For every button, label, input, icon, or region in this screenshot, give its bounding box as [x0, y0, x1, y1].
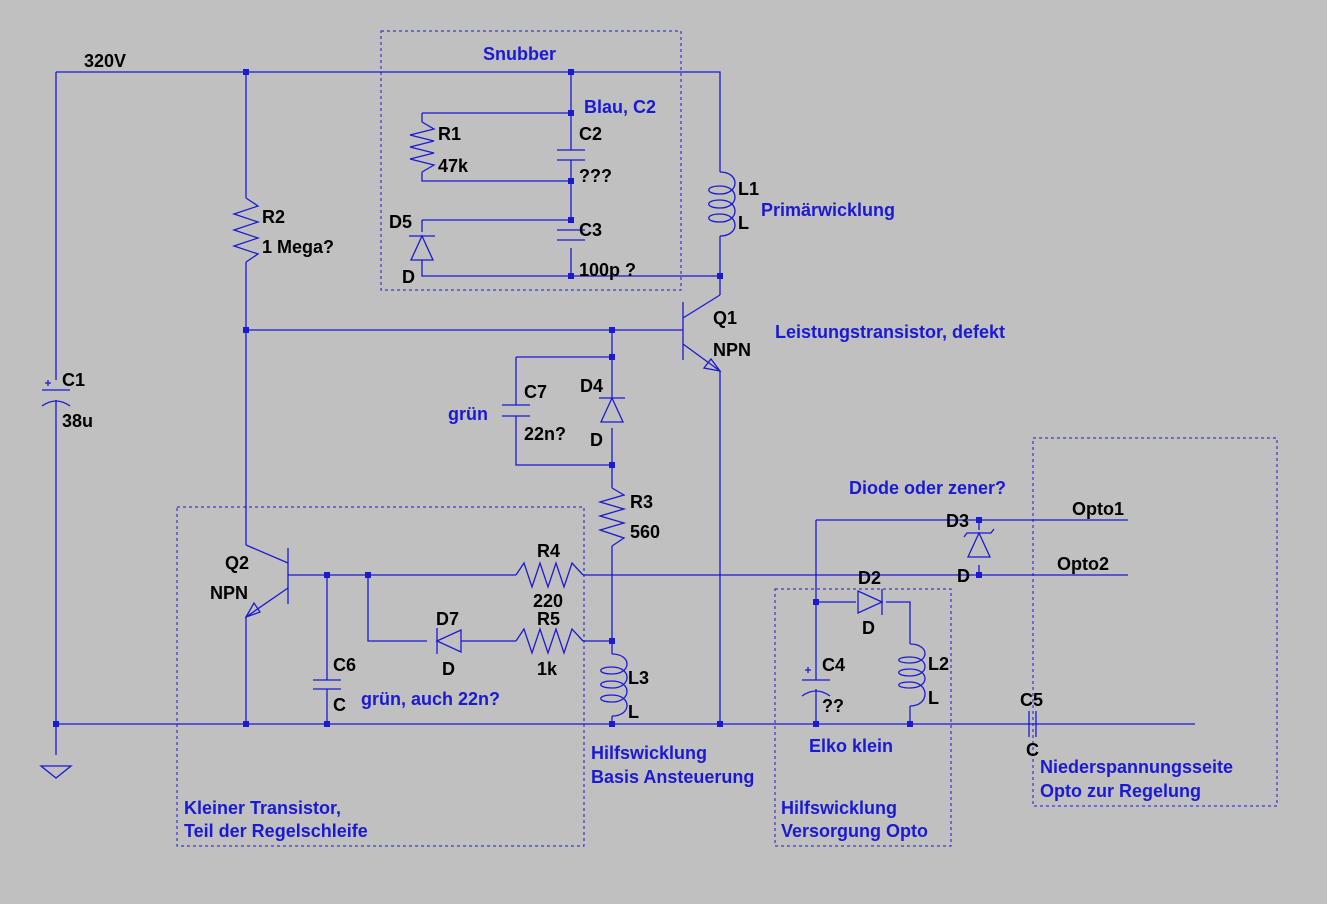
D4-value: D	[590, 430, 603, 450]
R1-ref: R1	[438, 124, 461, 144]
C7-symbol	[502, 404, 530, 417]
supply-label: 320V	[84, 51, 126, 71]
wires	[55, 71, 1195, 755]
junctions	[53, 69, 982, 727]
R5-ref: R5	[537, 609, 560, 629]
D5-symbol	[409, 234, 435, 261]
D2-ref: D2	[858, 568, 881, 588]
C2-symbol	[557, 149, 585, 161]
note-kleiner-transistor-1: Kleiner Transistor,	[184, 798, 341, 818]
low-voltage-side-box	[1032, 437, 1278, 807]
L3-value: L	[628, 702, 639, 722]
L1-ref: L1	[738, 179, 759, 199]
D3-ref: D3	[946, 511, 969, 531]
D2-symbol	[857, 589, 884, 615]
C4-value: ??	[822, 696, 844, 716]
C1-value: 38u	[62, 411, 93, 431]
C4-symbol	[801, 667, 831, 697]
C5-ref: C5	[1020, 690, 1043, 710]
R3-symbol	[597, 487, 627, 547]
group-boxes	[176, 30, 1278, 847]
L2-value: L	[928, 688, 939, 708]
R2-value: 1 Mega?	[262, 237, 334, 257]
R4-value: 220	[533, 591, 563, 611]
note-gruen: grün	[448, 404, 488, 424]
R5-value: 1k	[537, 659, 558, 679]
C3-value: 100p ?	[579, 260, 636, 280]
D7-symbol	[435, 628, 462, 654]
note-gruen-auch: grün, auch 22n?	[361, 689, 500, 709]
snubber-box	[380, 30, 682, 291]
note-niederspannung-2: Opto zur Regelung	[1040, 781, 1201, 801]
opto1-label: Opto1	[1072, 499, 1124, 519]
L2-symbol	[898, 643, 926, 707]
small-transistor-box	[176, 506, 585, 847]
R4-ref: R4	[537, 541, 560, 561]
C7-value: 22n?	[524, 424, 566, 444]
note-hilfswicklung-opto-1: Hilfswicklung	[781, 798, 897, 818]
L1-symbol	[708, 171, 736, 237]
C6-value: C	[333, 695, 346, 715]
L1-value: L	[738, 213, 749, 233]
C7-ref: C7	[524, 382, 547, 402]
C3-symbol	[557, 229, 585, 241]
D4-ref: D4	[580, 376, 603, 396]
Q1-symbol	[682, 294, 722, 372]
D2-value: D	[862, 618, 875, 638]
C1-ref: C1	[62, 370, 85, 390]
R5-symbol	[515, 626, 584, 656]
D3-value: D	[957, 566, 970, 586]
D7-ref: D7	[436, 609, 459, 629]
R3-value: 560	[630, 522, 660, 542]
L3-ref: L3	[628, 668, 649, 688]
C5-value: C	[1026, 740, 1039, 760]
Q1-value: NPN	[713, 340, 751, 360]
Q1-ref: Q1	[713, 308, 737, 328]
C2-value: ???	[579, 166, 612, 186]
opto2-label: Opto2	[1057, 554, 1109, 574]
L3-symbol	[600, 653, 628, 717]
annotations: Snubber Blau, C2 Primärwicklung Leistung…	[184, 44, 1233, 841]
R2-symbol	[231, 197, 261, 263]
note-niederspannung-1: Niederspannungsseite	[1040, 757, 1233, 777]
D7-value: D	[442, 659, 455, 679]
C4-ref: C4	[822, 655, 845, 675]
D3-symbol	[963, 528, 995, 558]
C6-ref: C6	[333, 655, 356, 675]
D5-value: D	[402, 267, 415, 287]
note-hilfswicklung-basis-2: Basis Ansteuerung	[591, 767, 754, 787]
note-elko-klein: Elko klein	[809, 736, 893, 756]
Q2-value: NPN	[210, 583, 248, 603]
note-snubber: Snubber	[483, 44, 556, 64]
R4-symbol	[515, 560, 584, 590]
C3-ref: C3	[579, 220, 602, 240]
R2-ref: R2	[262, 207, 285, 227]
note-diode-zener: Diode oder zener?	[849, 478, 1006, 498]
note-hilfswicklung-basis-1: Hilfswicklung	[591, 743, 707, 763]
C5-symbol	[1028, 711, 1037, 737]
note-kleiner-transistor-2: Teil der Regelschleife	[184, 821, 368, 841]
L2-ref: L2	[928, 654, 949, 674]
Q2-ref: Q2	[225, 553, 249, 573]
ground-symbol	[39, 765, 73, 779]
Q2-symbol	[244, 544, 289, 619]
D4-symbol	[599, 396, 625, 423]
note-leistungstransistor: Leistungstransistor, defekt	[775, 322, 1005, 342]
note-blau-c2: Blau, C2	[584, 97, 656, 117]
C1-symbol	[41, 380, 71, 407]
note-hilfswicklung-opto-2: Versorgung Opto	[781, 821, 928, 841]
labels: 320V C1 38u R2 1 Mega? R1 47k C2 ??? D5 …	[62, 51, 1124, 760]
C2-ref: C2	[579, 124, 602, 144]
R3-ref: R3	[630, 492, 653, 512]
R1-value: 47k	[438, 156, 469, 176]
D5-ref: D5	[389, 212, 412, 232]
note-primaerwicklung: Primärwicklung	[761, 200, 895, 220]
C6-symbol	[313, 679, 341, 690]
R1-symbol	[409, 121, 436, 173]
